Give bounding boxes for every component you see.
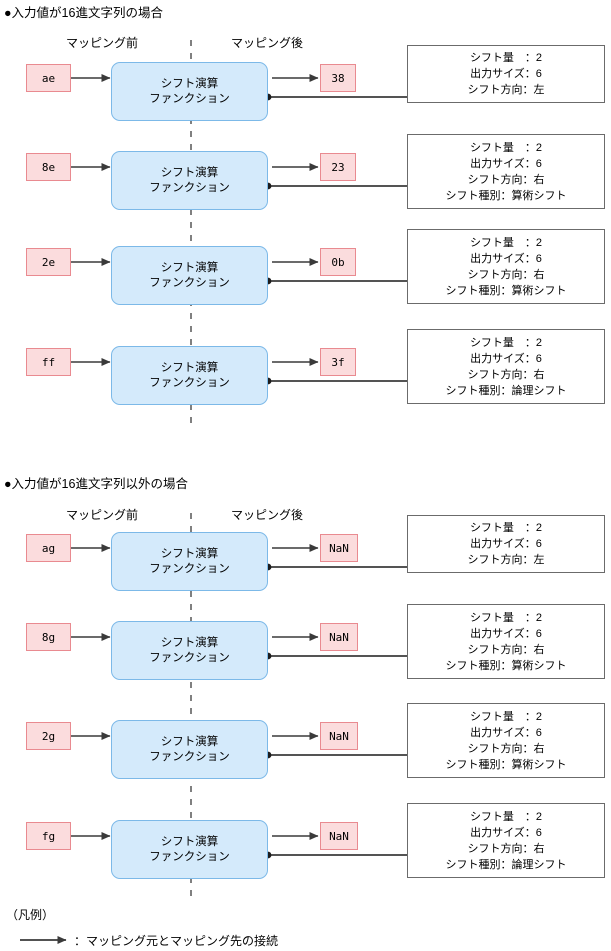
function-box-line1: シフト演算 <box>160 261 219 274</box>
function-box[interactable]: シフト演算 ファンクション <box>111 346 268 405</box>
function-box-line2: ファンクション <box>149 562 230 575</box>
function-box-line2: ファンクション <box>149 181 230 194</box>
function-box-line2: ファンクション <box>149 92 230 105</box>
annotation-line: シフト方向：右 <box>467 173 545 186</box>
function-box[interactable]: シフト演算 ファンクション <box>111 151 268 210</box>
annotation-line: シフト方向：右 <box>467 643 545 656</box>
annotation-line: シフト方向：右 <box>467 368 545 381</box>
input-value-box[interactable]: 2e <box>26 248 71 276</box>
annotation-line: シフト種別：論理シフト <box>445 858 567 871</box>
annotation-line: 出力サイズ：6 <box>470 726 542 739</box>
function-box-line1: シフト演算 <box>160 547 219 560</box>
function-box-line1: シフト演算 <box>160 636 219 649</box>
input-value-box[interactable]: ae <box>26 64 71 92</box>
function-box-line2: ファンクション <box>149 850 230 863</box>
input-value-box[interactable]: ag <box>26 534 71 562</box>
input-value-box[interactable]: 2g <box>26 722 71 750</box>
annotation-line: シフト方向：右 <box>467 842 545 855</box>
annotation-line: シフト量 ：2 <box>469 611 543 624</box>
annotation-line: シフト量 ：2 <box>469 336 543 349</box>
function-box[interactable]: シフト演算 ファンクション <box>111 62 268 121</box>
annotation-box: シフト量 ：2 出力サイズ：6 シフト方向：右 シフト種別：算術シフト <box>407 604 605 679</box>
function-box-line2: ファンクション <box>149 376 230 389</box>
input-value-box[interactable]: ff <box>26 348 71 376</box>
annotation-box: シフト量 ：2 出力サイズ：6 シフト方向：右 シフト種別：論理シフト <box>407 329 605 404</box>
annotation-box: シフト量 ：2 出力サイズ：6 シフト方向：右 シフト種別：算術シフト <box>407 703 605 778</box>
output-value-box[interactable]: 38 <box>320 64 356 92</box>
annotation-line: 出力サイズ：6 <box>470 826 542 839</box>
annotation-line: シフト種別：算術シフト <box>445 284 567 297</box>
annotation-line: シフト種別：算術シフト <box>445 189 567 202</box>
annotation-line: 出力サイズ：6 <box>470 627 542 640</box>
output-value-box[interactable]: NaN <box>320 722 358 750</box>
function-box-line1: シフト演算 <box>160 735 219 748</box>
annotation-line: 出力サイズ：6 <box>470 352 542 365</box>
annotation-box: シフト量 ：2 出力サイズ：6 シフト方向：左 <box>407 45 605 103</box>
legend-entry-label: ：マッピング元とマッピング先の接続 <box>74 934 279 948</box>
output-value-box[interactable]: 0b <box>320 248 356 276</box>
output-value-box[interactable]: NaN <box>320 822 358 850</box>
input-value-box[interactable]: 8e <box>26 153 71 181</box>
input-value-box[interactable]: 8g <box>26 623 71 651</box>
function-box-line2: ファンクション <box>149 750 230 763</box>
section-1-label-before: マッピング前 <box>66 36 139 50</box>
section-2-heading: ●入力値が16進文字列以外の場合 <box>4 477 188 491</box>
annotation-line: シフト方向：右 <box>467 742 545 755</box>
annotation-line: シフト量 ：2 <box>469 52 543 64</box>
function-box-line2: ファンクション <box>149 276 230 289</box>
function-box[interactable]: シフト演算 ファンクション <box>111 820 268 879</box>
section-2-label-before: マッピング前 <box>66 508 139 522</box>
annotation-line: シフト種別：算術シフト <box>445 659 567 672</box>
annotation-line: 出力サイズ：6 <box>470 538 542 550</box>
annotation-box: シフト量 ：2 出力サイズ：6 シフト方向：右 シフト種別：算術シフト <box>407 229 605 304</box>
annotation-line: 出力サイズ：6 <box>470 252 542 265</box>
output-value-box[interactable]: NaN <box>320 534 358 562</box>
function-box-line1: シフト演算 <box>160 835 219 848</box>
function-box-line2: ファンクション <box>149 651 230 664</box>
annotation-line: シフト量 ：2 <box>469 141 543 154</box>
output-value-box[interactable]: 3f <box>320 348 356 376</box>
annotation-line: 出力サイズ：6 <box>470 157 542 170</box>
annotation-line: シフト種別：論理シフト <box>445 384 567 397</box>
function-box[interactable]: シフト演算 ファンクション <box>111 532 268 591</box>
annotation-box: シフト量 ：2 出力サイズ：6 シフト方向：右 シフト種別：論理シフト <box>407 803 605 878</box>
annotation-line: シフト方向：左 <box>467 554 545 566</box>
section-1-label-after: マッピング後 <box>231 36 304 50</box>
annotation-line: シフト方向：左 <box>467 84 545 96</box>
function-box[interactable]: シフト演算 ファンクション <box>111 246 268 305</box>
annotation-line: シフト量 ：2 <box>469 810 543 823</box>
annotation-line: シフト方向：右 <box>467 268 545 281</box>
annotation-line: シフト量 ：2 <box>469 522 543 534</box>
function-box-line1: シフト演算 <box>160 361 219 374</box>
function-box[interactable]: シフト演算 ファンクション <box>111 621 268 680</box>
annotation-line: 出力サイズ：6 <box>470 68 542 80</box>
function-box-line1: シフト演算 <box>160 166 219 179</box>
annotation-box: シフト量 ：2 出力サイズ：6 シフト方向：左 <box>407 515 605 573</box>
output-value-box[interactable]: 23 <box>320 153 356 181</box>
section-2-label-after: マッピング後 <box>231 508 304 522</box>
annotation-line: シフト種別：算術シフト <box>445 758 567 771</box>
annotation-box: シフト量 ：2 出力サイズ：6 シフト方向：右 シフト種別：算術シフト <box>407 134 605 209</box>
function-box[interactable]: シフト演算 ファンクション <box>111 720 268 779</box>
input-value-box[interactable]: fg <box>26 822 71 850</box>
section-1-heading: ●入力値が16進文字列の場合 <box>4 6 163 20</box>
annotation-line: シフト量 ：2 <box>469 710 543 723</box>
legend-title: （凡例） <box>6 908 55 922</box>
function-box-line1: シフト演算 <box>160 77 219 90</box>
annotation-line: シフト量 ：2 <box>469 236 543 249</box>
output-value-box[interactable]: NaN <box>320 623 358 651</box>
